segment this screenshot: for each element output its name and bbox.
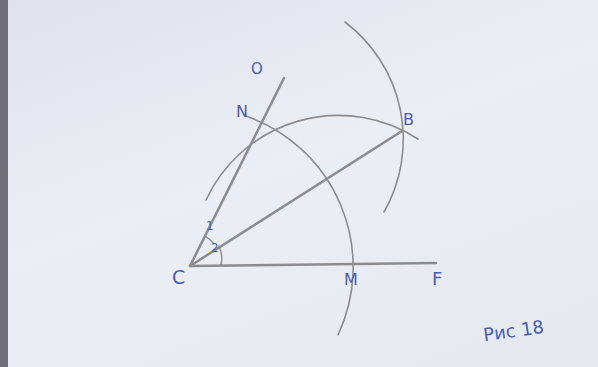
- arc-from-c: [246, 116, 353, 335]
- point-label: B: [403, 112, 414, 128]
- point-label: O: [251, 62, 263, 77]
- point-label: N: [236, 104, 248, 120]
- photo-edge: [0, 0, 8, 367]
- point-label: F: [432, 270, 442, 288]
- angle-number: 1: [206, 220, 214, 232]
- figure-caption: Рис 18: [482, 318, 545, 344]
- arc-from-m: [206, 115, 418, 200]
- ray-cf: [190, 263, 436, 266]
- ray-co: [190, 78, 284, 266]
- angle-mark-2: [219, 246, 222, 265]
- point-label: C: [172, 268, 185, 287]
- angle-number: 2: [211, 242, 219, 254]
- point-label: M: [344, 272, 358, 288]
- bisector-cb: [190, 131, 402, 266]
